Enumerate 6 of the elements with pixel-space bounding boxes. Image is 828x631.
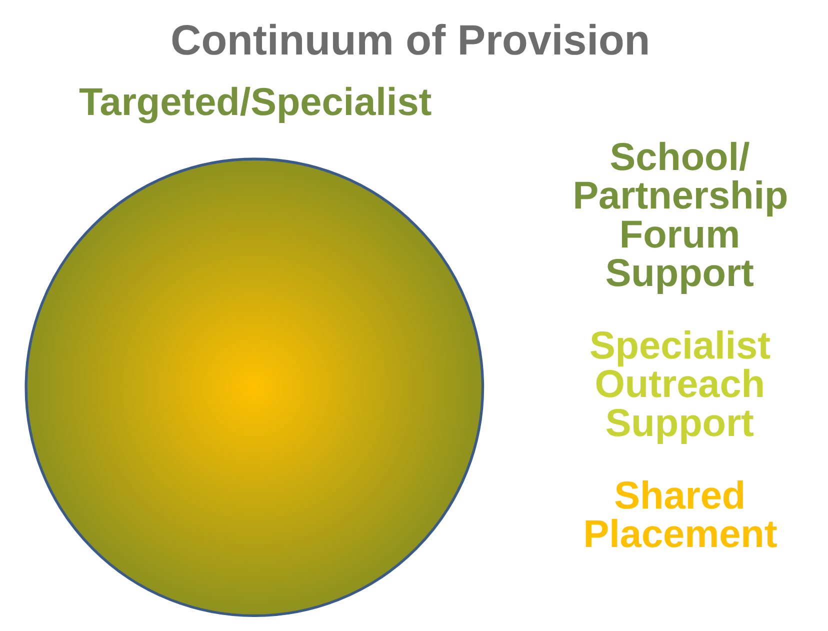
node-circle: [24, 158, 484, 618]
label: Targeted/Specialist: [78, 81, 432, 124]
label: Shared Placement: [583, 474, 778, 556]
diagram-title: Continuum of Provision: [170, 16, 650, 64]
label: Specialist Outreach Support: [589, 324, 771, 446]
label: School/ Partnership Forum Support: [572, 136, 788, 296]
